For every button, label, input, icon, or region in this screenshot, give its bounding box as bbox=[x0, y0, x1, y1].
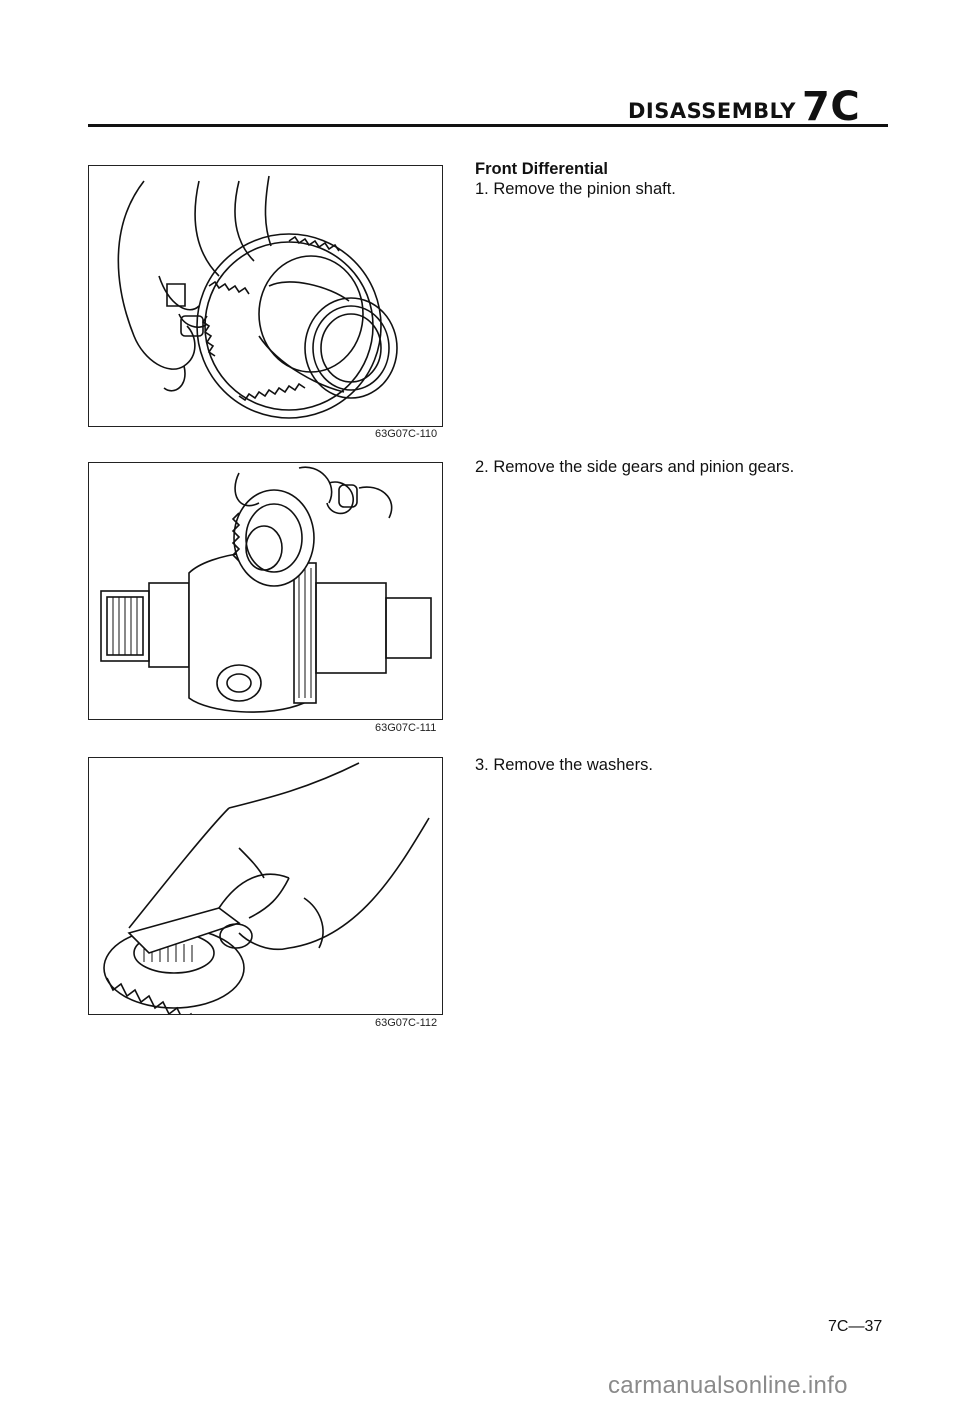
watermark-link[interactable]: carmanualsonline.info bbox=[608, 1372, 848, 1399]
header-section-code: 7C bbox=[802, 84, 861, 130]
header-rule bbox=[88, 124, 888, 127]
figure-remove-washers bbox=[88, 757, 443, 1015]
hand-removing-pinion-shaft-illustration bbox=[117, 175, 398, 419]
hand-removing-washer-illustration bbox=[103, 762, 430, 1014]
figure-code: 63G07C-111 bbox=[375, 722, 437, 734]
header-section-word: DISASSEMBLY bbox=[628, 99, 796, 123]
figure-remove-pinion-shaft bbox=[88, 165, 443, 427]
step-3: 3. Remove the washers. bbox=[475, 756, 653, 774]
step-1: 1. Remove the pinion shaft. bbox=[475, 180, 676, 198]
figure-code: 63G07C-112 bbox=[375, 1017, 438, 1029]
figure-remove-side-gears bbox=[88, 462, 443, 720]
step-2: 2. Remove the side gears and pinion gear… bbox=[475, 458, 795, 476]
section-heading: Front Differential bbox=[475, 160, 608, 178]
differential-side-gear-removal-illustration bbox=[100, 466, 432, 713]
figure-code: 63G07C-110 bbox=[375, 428, 438, 440]
page-number: 7C—37 bbox=[828, 1318, 883, 1335]
